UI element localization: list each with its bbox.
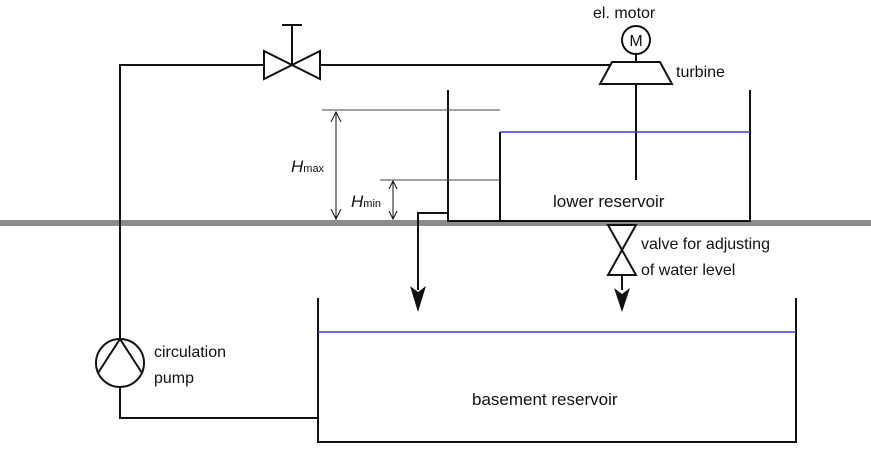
hmax-dimension-arrow (330, 110, 342, 221)
ground-line (0, 220, 871, 226)
circulation-pump-label-line2: pump (154, 370, 194, 387)
el-motor-label: el. motor (593, 5, 656, 22)
motor-symbol: M (629, 33, 642, 50)
circulation-pump-label-line1: circulation (154, 344, 226, 361)
circulation-pipe (119, 64, 612, 419)
turbine-label: turbine (676, 64, 725, 81)
motor-icon: M (621, 25, 651, 62)
lower-reservoir-tank (447, 90, 751, 222)
overflow-arrow-icon (410, 286, 426, 312)
hmin-dimension-arrow (388, 179, 398, 221)
valve-adjust-label-line1: valve for adjusting (641, 236, 770, 253)
circulation-pump-icon (95, 337, 145, 388)
overflow-pipe (417, 212, 448, 290)
top-valve-icon (263, 24, 321, 81)
basement-reservoir-label: basement reservoir (472, 390, 618, 409)
valve-adjust-label-line2: of water level (641, 262, 735, 279)
level-valve-icon (606, 224, 638, 290)
lower-reservoir-label: lower reservoir (553, 192, 665, 211)
basement-reservoir-tank (317, 298, 797, 443)
turbine-icon (598, 61, 674, 85)
hmax-label: Hmax (291, 157, 325, 176)
hmin-label: Hmin (351, 192, 381, 211)
level-valve-arrow-icon (614, 288, 630, 312)
